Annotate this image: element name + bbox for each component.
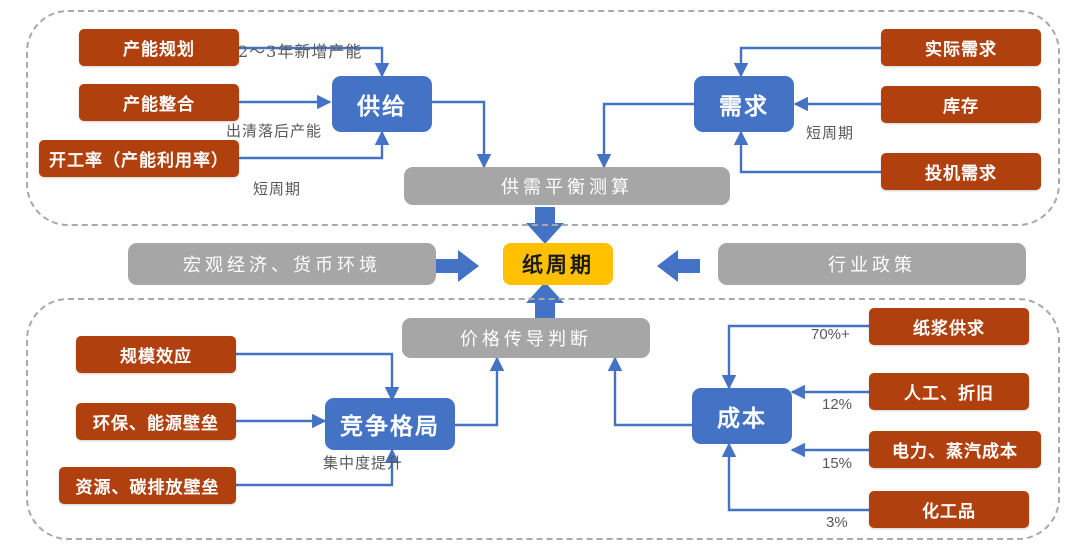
caption-concentration-increase: 集中度提升 [323,454,404,472]
neutral-box-industry-policy[interactable]: 行业政策 [718,243,1026,285]
supply-demand-group-frame [26,10,1060,226]
share-label-pulp: 70%+ [811,326,850,343]
source-box-operating-rate[interactable]: 开工率（产能利用率） [39,140,239,177]
cost-structure-group-frame [26,298,1060,540]
source-box-inventory[interactable]: 库存 [881,86,1041,123]
neutral-box-price-transmission[interactable]: 价格传导判断 [402,318,650,358]
source-box-capacity-planning[interactable]: 产能规划 [79,29,239,66]
source-box-pulp-supply-demand[interactable]: 纸浆供求 [869,308,1029,345]
hub-node-demand[interactable]: 需求 [694,76,794,132]
neutral-box-supply-demand-balance[interactable]: 供需平衡测算 [404,167,730,205]
source-box-actual-demand[interactable]: 实际需求 [881,29,1041,66]
share-label-power: 15% [822,455,853,472]
source-box-speculative-demand[interactable]: 投机需求 [881,153,1041,190]
caption-new-capacity-2-3y: 2～3年新增产能 [238,42,363,61]
caption-demand-short-cycle: 短周期 [806,124,855,142]
hub-node-competition-landscape[interactable]: 竞争格局 [325,398,455,450]
source-box-labor-depreciation[interactable]: 人工、折旧 [869,373,1029,410]
source-box-environment-energy-barrier[interactable]: 环保、能源壁垒 [76,403,236,440]
center-node-paper-cycle[interactable]: 纸周期 [503,243,613,285]
hub-node-supply[interactable]: 供给 [332,76,432,132]
source-box-power-steam-cost[interactable]: 电力、蒸汽成本 [869,431,1041,468]
share-label-labor: 12% [822,396,853,413]
share-label-chemicals: 3% [826,514,848,531]
caption-supply-short-cycle: 短周期 [253,180,302,198]
source-box-resource-carbon-barrier[interactable]: 资源、碳排放壁垒 [59,467,236,504]
source-box-chemicals[interactable]: 化工品 [869,491,1029,528]
source-box-scale-effect[interactable]: 规模效应 [76,336,236,373]
source-box-capacity-consolidation[interactable]: 产能整合 [79,84,239,121]
neutral-box-macro-economy[interactable]: 宏观经济、货币环境 [128,243,436,285]
caption-clear-backward-capacity: 出清落后产能 [226,122,323,140]
hub-node-cost[interactable]: 成本 [692,388,792,444]
